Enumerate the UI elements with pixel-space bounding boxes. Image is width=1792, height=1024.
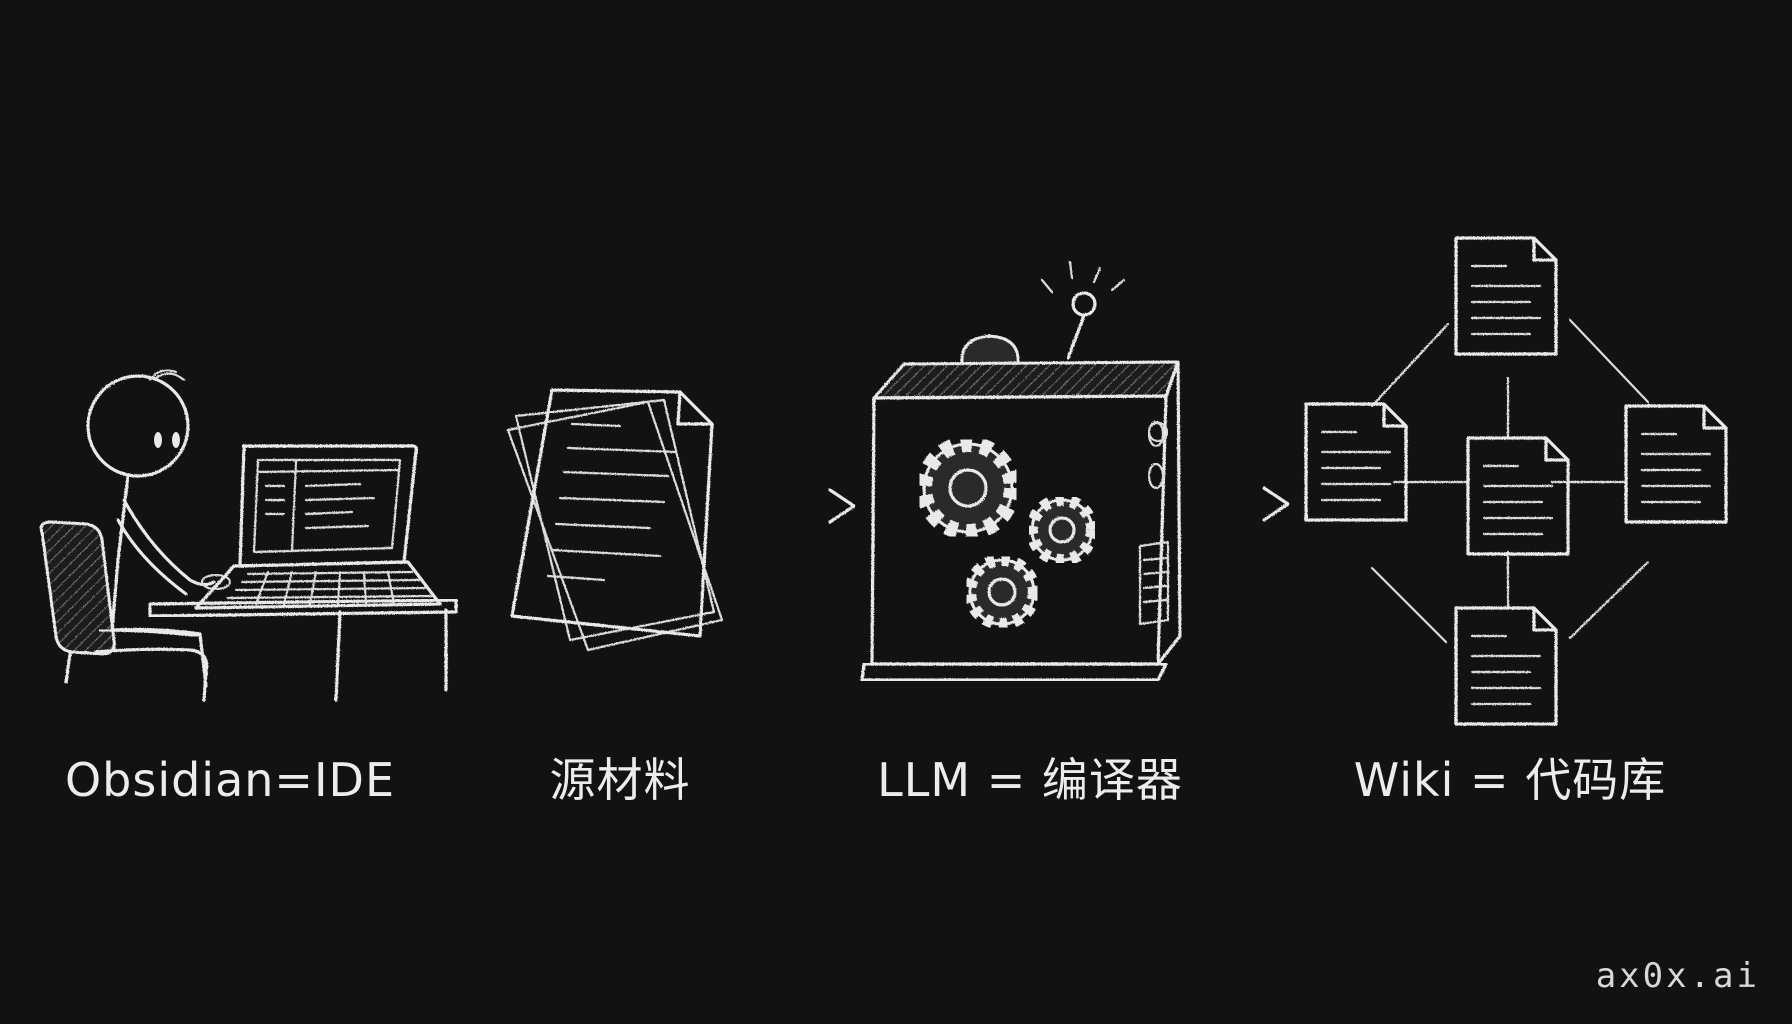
gear-icon <box>964 554 1040 630</box>
gear-icon <box>916 436 1020 540</box>
person-at-laptop-icon <box>39 369 458 702</box>
arrow-to-compiler <box>728 488 856 524</box>
label-obsidian-ide: Obsidian=IDE <box>64 753 396 807</box>
label-source-material: 源材料 <box>549 753 691 807</box>
label-wiki-codebase: Wiki = 代码库 <box>1353 753 1667 807</box>
wiki-page-icon <box>1454 606 1558 726</box>
gear-icon <box>1026 494 1098 566</box>
wiki-network-icon <box>1370 318 1650 644</box>
wiki-page-icon <box>1624 404 1728 524</box>
compiler-machine-icon <box>860 260 1182 682</box>
wiki-page-icon <box>1454 236 1558 356</box>
label-llm-compiler: LLM = 编译器 <box>877 753 1183 807</box>
watermark: ax0x.ai <box>1595 956 1760 996</box>
arrow-to-wiki <box>1200 486 1290 522</box>
document-stack-icon <box>506 388 724 652</box>
wiki-page-icon <box>1466 436 1570 556</box>
wiki-page-icon <box>1304 402 1408 522</box>
